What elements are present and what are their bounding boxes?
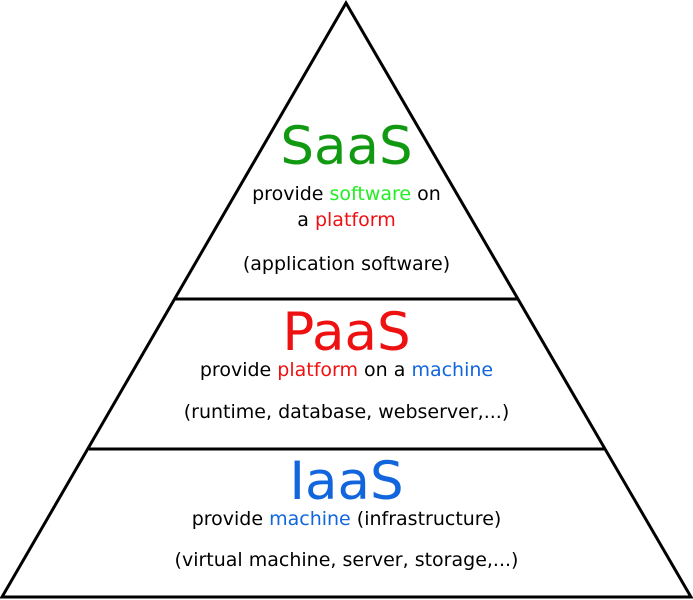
saas-description-line-1: provide software on <box>0 185 693 204</box>
paas-platform-keyword: platform <box>277 359 359 381</box>
paas-machine-keyword: machine <box>411 359 494 381</box>
saas-on-text: on <box>411 183 441 205</box>
saas-examples: (application software) <box>242 253 451 275</box>
saas-software-keyword: software <box>329 183 412 205</box>
iaas-description: provide machine (infrastructure) <box>0 510 693 529</box>
saas-description-line-2: a platform <box>0 211 693 230</box>
iaas-examples: (virtual machine, server, storage,...) <box>174 549 519 571</box>
saas-a-text: a <box>297 209 315 231</box>
paas-examples: (runtime, database, webserver,...) <box>183 401 510 423</box>
saas-title: SaaS <box>280 116 413 177</box>
iaas-provide-text: provide <box>191 508 270 530</box>
saas-platform-keyword: platform <box>314 209 396 231</box>
iaas-machine-keyword: machine <box>269 508 351 530</box>
paas-provide-text: provide <box>199 359 278 381</box>
iaas-title: IaaS <box>289 451 404 512</box>
paas-on-a-text: on a <box>358 359 412 381</box>
paas-description: provide platform on a machine <box>0 361 693 380</box>
saas-provide-text: provide <box>252 183 330 205</box>
paas-title: PaaS <box>282 302 411 363</box>
iaas-infrastructure-text: (infrastructure) <box>350 508 502 530</box>
